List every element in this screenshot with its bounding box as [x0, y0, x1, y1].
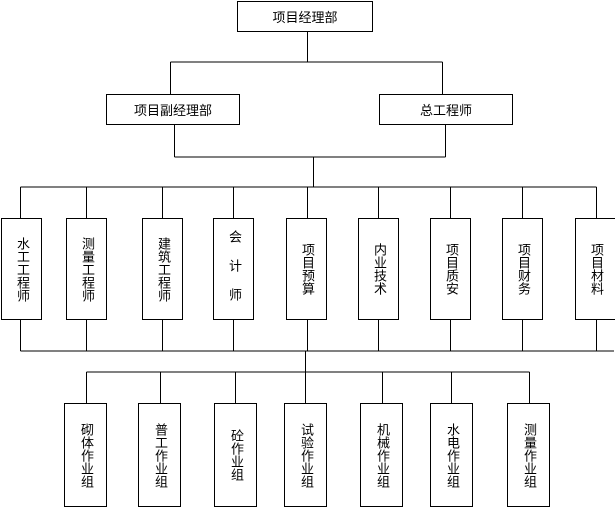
work-group-box: 测量作业组: [507, 403, 550, 507]
department-box: 水工工程师: [1, 218, 42, 320]
department-box: 会 计 师: [213, 218, 254, 320]
work-group-box: 机械作业组: [360, 403, 403, 507]
box-label: 测量作业组: [521, 422, 536, 488]
box-label: 总工程师: [419, 104, 472, 119]
box-label: 项目预算: [299, 243, 314, 295]
box-label: 砼作业组: [228, 429, 243, 481]
box-label: 机械作业组: [374, 422, 389, 488]
box-label: 测量工程师: [79, 236, 94, 302]
box-label: 试验作业组: [298, 422, 313, 488]
department-box: 建筑工程师: [142, 218, 183, 320]
box-label: 项目质安: [443, 243, 458, 295]
work-group-box: 砼作业组: [214, 403, 257, 507]
department-box: 项目预算: [286, 218, 327, 320]
box-label: 建筑工程师: [155, 236, 170, 302]
work-group-box: 试验作业组: [284, 403, 327, 507]
department-box: 项目财务: [502, 218, 543, 320]
box-label: 项目财务: [515, 243, 530, 295]
project-manager-box: 项目经理部: [237, 1, 373, 32]
box-label: 项目副经理部: [133, 104, 212, 119]
box-label: 水工工程师: [14, 236, 29, 302]
box-label: 砌体作业组: [78, 422, 93, 488]
work-group-box: 水电作业组: [430, 403, 473, 507]
box-label: 会 计 师: [226, 230, 241, 308]
work-group-box: 砌体作业组: [64, 403, 107, 507]
department-box: 测量工程师: [66, 218, 107, 320]
department-box: 项目质安: [430, 218, 471, 320]
box-label: 项目经理部: [272, 11, 338, 26]
box-label: 普工作业组: [152, 422, 167, 488]
deputy-manager-box: 项目副经理部: [106, 94, 240, 125]
box-label: 内业技术: [371, 243, 386, 295]
department-box: 内业技术: [358, 218, 399, 320]
box-label: 项目材料: [588, 243, 603, 295]
chief-engineer-box: 总工程师: [379, 94, 513, 125]
box-label: 水电作业组: [444, 422, 459, 488]
department-box: 项目材料: [575, 218, 615, 320]
work-group-box: 普工作业组: [138, 403, 181, 507]
